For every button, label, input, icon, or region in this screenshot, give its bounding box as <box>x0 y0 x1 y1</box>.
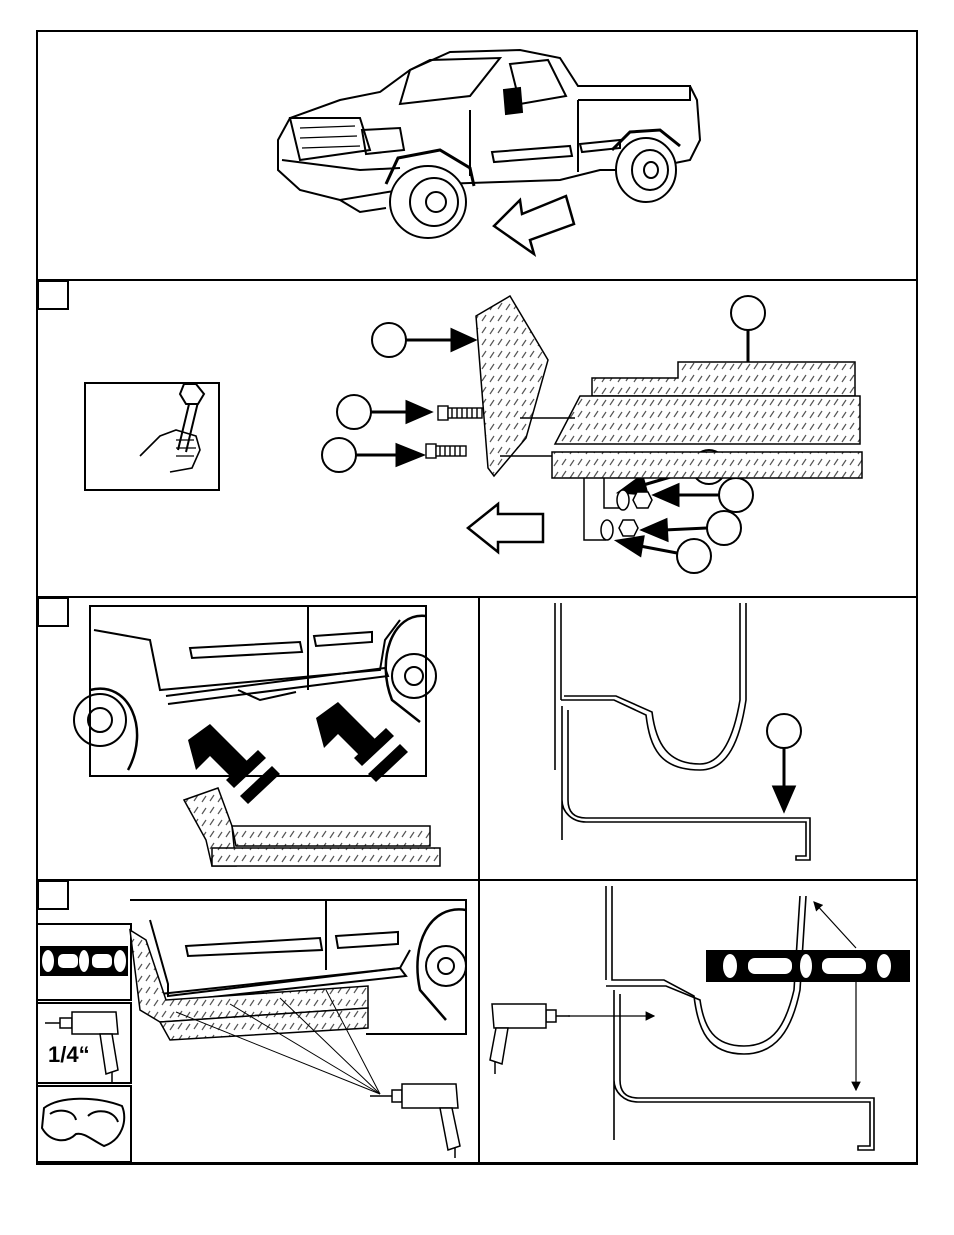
direction-arrow-icon <box>494 196 574 254</box>
power-drill-icon <box>370 1084 460 1158</box>
level-icon <box>40 946 128 976</box>
step-marker-2 <box>38 281 68 309</box>
callout-circle <box>707 511 741 545</box>
level-icon <box>706 950 910 982</box>
step-marker-4 <box>38 881 68 909</box>
step-marker-3 <box>38 598 68 626</box>
mounting-bracket <box>476 296 548 476</box>
power-drill-icon <box>490 1004 570 1074</box>
direction-arrow-icon <box>468 504 543 552</box>
drill-bit-size-label: 1/4“ <box>48 1042 90 1067</box>
hand-wrench-icon <box>85 383 219 490</box>
callout-circle <box>731 296 765 330</box>
running-board <box>500 362 862 540</box>
bolt-hardware <box>426 406 482 458</box>
callout-circle <box>719 478 753 512</box>
nut-washer-hardware <box>601 490 652 540</box>
callout-arrows <box>774 748 794 810</box>
callout-circle <box>372 323 406 357</box>
callout-circle <box>322 438 356 472</box>
callout-circle <box>677 539 711 573</box>
bottom-rule <box>36 1162 918 1165</box>
callout-circle <box>337 395 371 429</box>
vehicle-side-view <box>74 606 436 776</box>
callout-circle <box>767 714 801 748</box>
rocker-profile <box>606 886 874 1150</box>
truck-illustration <box>278 50 700 238</box>
running-board <box>184 788 440 866</box>
